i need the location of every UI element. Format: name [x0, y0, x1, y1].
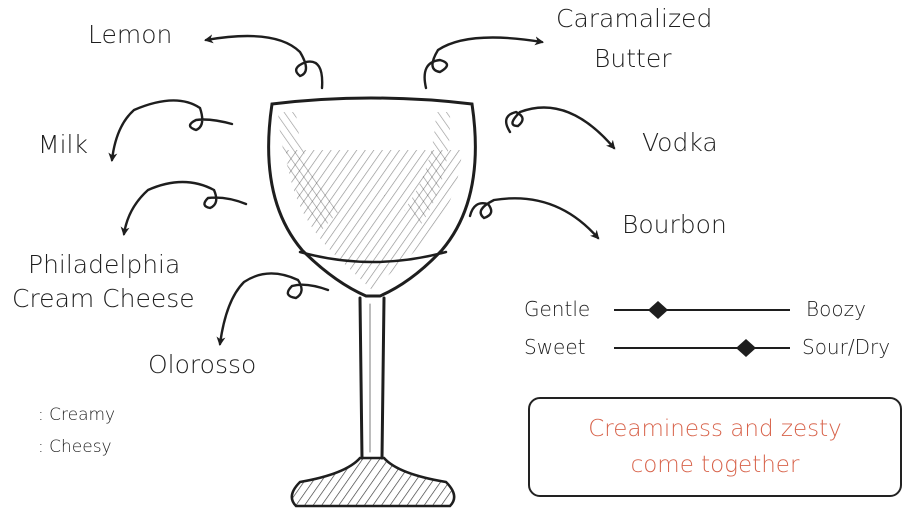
arrow-vodka [504, 106, 616, 150]
glass-foot [290, 456, 456, 508]
scale-right-sour-dry: Sour/Dry [802, 335, 891, 359]
wine-glass-icon [267, 96, 477, 508]
glass-stem [358, 296, 386, 460]
label-vodka: Vodka [642, 128, 718, 157]
arrow-lemon [204, 34, 324, 90]
scale-lines [614, 309, 790, 349]
tagline-line-2: come together [630, 452, 800, 478]
arrow-caramelized-butter [423, 36, 544, 90]
scale-marker-1 [736, 339, 756, 357]
label-olorosso: Olorosso [148, 350, 257, 379]
scale-right-boozy: Boozy [806, 297, 866, 321]
tagline-line-1: Creaminess and zesty [588, 416, 842, 442]
label-butter: Butter [594, 44, 672, 73]
ingredient-arrows [108, 34, 616, 346]
arrow-philadelphia [120, 180, 248, 236]
arrow-milk [108, 99, 234, 162]
arrow-olorosso [216, 272, 330, 346]
label-bourbon: Bourbon [622, 210, 727, 239]
label-cream-cheese: Cream Cheese [12, 284, 195, 313]
label-lemon: Lemon [88, 20, 173, 49]
scale-markers [648, 301, 756, 357]
scale-marker-0 [648, 301, 668, 319]
tagline-box: Creaminess and zesty come together [528, 397, 902, 497]
scale-left-gentle: Gentle [524, 297, 591, 321]
arrow-bourbon [468, 197, 600, 240]
label-philadelphia: Philadelphia [28, 250, 181, 279]
label-caramelized: Caramalized [556, 4, 713, 33]
note-cheesy: : Cheesy [38, 437, 112, 457]
scale-left-sweet: Sweet [524, 335, 586, 359]
label-milk: Milk [38, 130, 88, 159]
note-creamy: : Creamy [38, 405, 116, 425]
